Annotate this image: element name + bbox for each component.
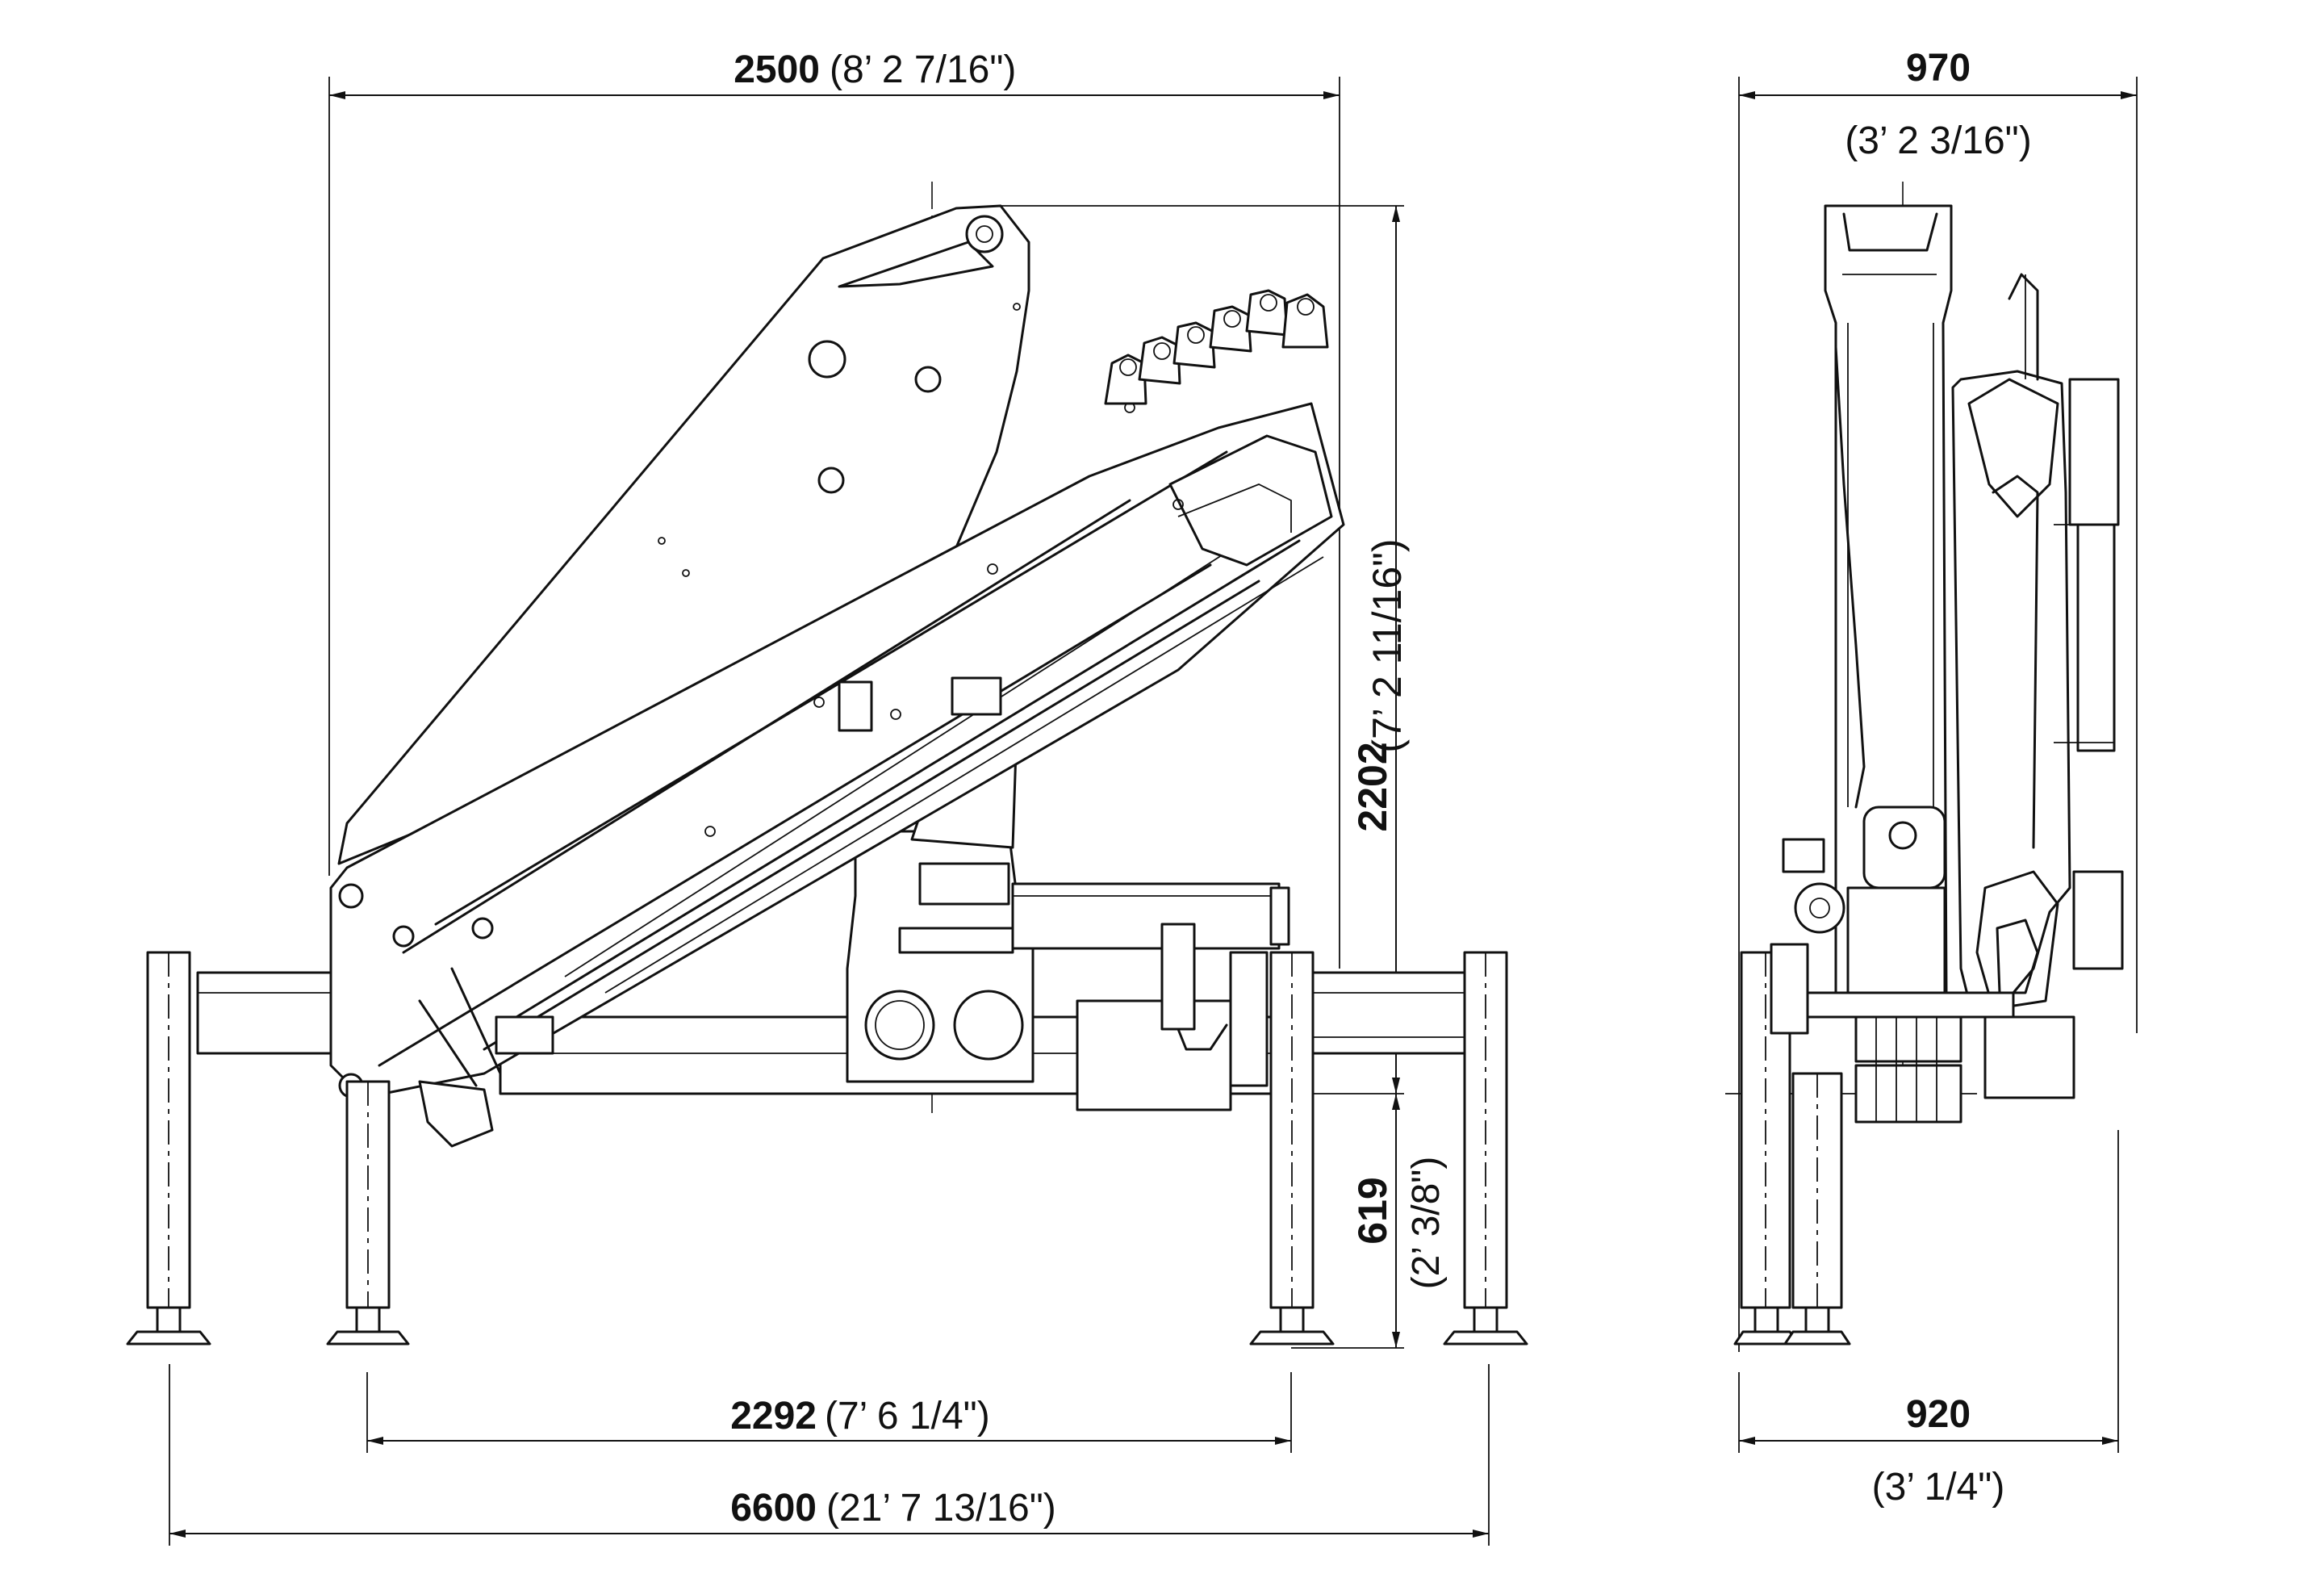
boom-extension-heads	[1104, 289, 1329, 405]
extension-head-3	[1172, 321, 1216, 369]
column	[846, 830, 1035, 1083]
front-telescopic-pack	[1951, 273, 2124, 1019]
extension-head-2	[1138, 336, 1181, 385]
front-stabilizer-leg-right	[1783, 1072, 1851, 1346]
extension-head-6	[1281, 293, 1329, 349]
stabilizer-leg-far-right	[1443, 951, 1528, 1346]
dim-top-width-value: 2500	[734, 48, 820, 91]
stabilizer-leg-far-left	[126, 951, 211, 1346]
dim-stabilizer-span-value: 2292	[730, 1395, 817, 1438]
extension-head-4	[1209, 305, 1252, 353]
front-view	[1725, 77, 2138, 1453]
dim-side-top-width-imperial: (3’ 2 3/16")	[1845, 119, 2031, 162]
front-boom-profile	[1834, 345, 1866, 809]
dim-top-width-imperial: (8’ 2 7/16")	[830, 48, 1016, 91]
dim-side-bottom-width-imperial: (3’ 1/4")	[1872, 1466, 2005, 1509]
dim-total-span-imperial: (21’ 7 13/16")	[826, 1487, 1056, 1530]
front-stabilizer-leg-left	[1733, 943, 1809, 1346]
dim-side-top-width-value: 970	[1906, 47, 1971, 90]
control-valve	[1076, 923, 1269, 1111]
dim-stabilizer-span-imperial: (7’ 6 1/4")	[825, 1395, 990, 1438]
dim-side-bottom-width-value: 920	[1906, 1393, 1971, 1436]
stabilizer-leg-inner-right	[1249, 951, 1335, 1346]
side-view	[126, 77, 1528, 1546]
extension-head-5	[1245, 289, 1289, 337]
slewing-cylinder	[1011, 882, 1290, 950]
extension-head-1	[1104, 354, 1147, 405]
dim-base-height-imperial: (2’ 3/8")	[1405, 1157, 1448, 1290]
extension-lines	[169, 77, 1490, 1546]
front-mast	[1824, 204, 1953, 994]
dimension-lines	[169, 91, 1489, 1538]
dim-height-value: 2202	[1350, 742, 1395, 831]
dim-total-span-value: 6600	[730, 1487, 817, 1530]
dim-height-imperial: (7’ 2 11/16")	[1365, 538, 1410, 752]
dimension-labels: 2500 (8’ 2 7/16") (7’ 2 11/16") 2202 619…	[730, 47, 2031, 1530]
front-hydraulics	[1782, 838, 2075, 1124]
stabilizer-leg-inner-left	[326, 1080, 410, 1346]
dim-base-height-value: 619	[1350, 1177, 1395, 1244]
